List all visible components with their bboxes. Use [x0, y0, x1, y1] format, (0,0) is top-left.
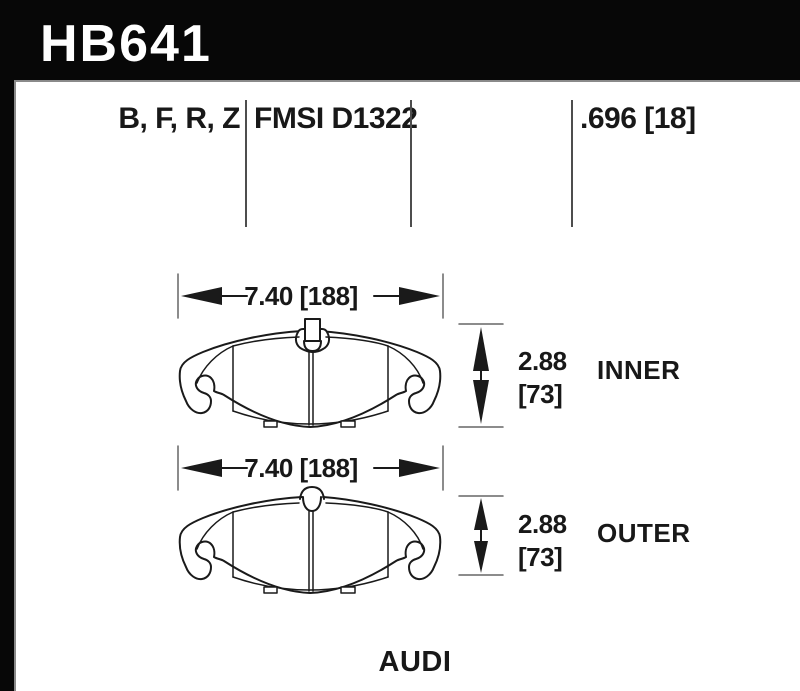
outer-width-label: 7.40 [188]: [244, 453, 358, 483]
content-panel: [14, 80, 800, 691]
part-number-banner: HB641: [0, 0, 800, 80]
outer-height-metric: [73]: [518, 542, 563, 572]
pad-thickness: .696 [18]: [580, 102, 696, 135]
inner-pad-drawing: [178, 318, 442, 428]
outer-height-label: 2.88 [73]: [518, 508, 567, 574]
fmsi-number: FMSI D1322: [254, 102, 418, 135]
spec-divider: [410, 100, 412, 227]
spec-divider: [245, 100, 247, 227]
inner-width-label: 7.40 [188]: [244, 281, 358, 311]
left-edge-strip: [0, 80, 14, 691]
part-number-text: HB641: [40, 15, 212, 73]
outer-position-label: OUTER: [597, 518, 691, 548]
compound-codes: B, F, R, Z: [118, 102, 240, 135]
outer-width-dimension: [177, 445, 444, 491]
inner-height-metric: [73]: [518, 379, 563, 409]
spec-divider: [571, 100, 573, 227]
outer-pad-drawing: [178, 486, 442, 594]
outer-height-dimension: [458, 495, 504, 576]
inner-width-dimension: [177, 273, 444, 319]
inner-position-label: INNER: [597, 355, 681, 385]
inner-height-dimension: [458, 323, 504, 428]
inner-height-label: 2.88 [73]: [518, 345, 567, 411]
vehicle-make-label: AUDI: [378, 646, 452, 678]
outer-height-value: 2.88: [518, 509, 567, 539]
inner-height-value: 2.88: [518, 346, 567, 376]
